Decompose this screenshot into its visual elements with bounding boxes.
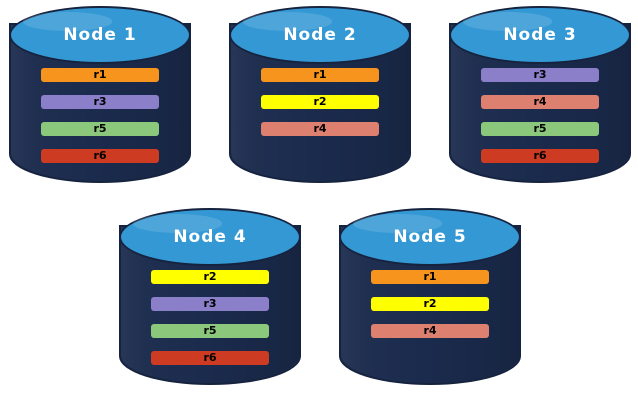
database-node-1[interactable]: Node 1 r1 r3 r5 r6 <box>9 6 191 191</box>
node-label: Node 1 <box>63 25 137 45</box>
record-bar[interactable]: r5 <box>41 122 159 136</box>
record-bar[interactable]: r5 <box>481 122 599 136</box>
cylinder-top-ellipse <box>229 6 411 64</box>
record-bar[interactable]: r3 <box>481 68 599 82</box>
record-bar[interactable]: r6 <box>151 351 269 365</box>
node-label: Node 2 <box>283 25 357 45</box>
cylinder-top-ellipse <box>119 208 301 266</box>
record-bar[interactable]: r3 <box>41 95 159 109</box>
database-node-5[interactable]: Node 5 r1 r2 r4 <box>339 208 521 393</box>
record-bar[interactable]: r1 <box>261 68 379 82</box>
record-bar[interactable]: r1 <box>371 270 489 284</box>
record-list: r1 r2 r4 <box>339 261 521 338</box>
record-bar[interactable]: r5 <box>151 324 269 338</box>
record-list: r1 r2 r4 <box>229 59 411 136</box>
record-list: r1 r3 r5 r6 <box>9 59 191 163</box>
record-bar[interactable]: r1 <box>41 68 159 82</box>
record-bar[interactable]: r3 <box>151 297 269 311</box>
node-label: Node 3 <box>503 25 577 45</box>
record-bar[interactable]: r4 <box>261 122 379 136</box>
cylinder-top-ellipse <box>9 6 191 64</box>
database-node-4[interactable]: Node 4 r2 r3 r5 r6 <box>119 208 301 393</box>
record-bar[interactable]: r2 <box>151 270 269 284</box>
record-bar[interactable]: r4 <box>481 95 599 109</box>
database-node-3[interactable]: Node 3 r3 r4 r5 r6 <box>449 6 631 191</box>
record-bar[interactable]: r4 <box>371 324 489 338</box>
database-node-2[interactable]: Node 2 r1 r2 r4 <box>229 6 411 191</box>
node-label: Node 4 <box>173 227 247 247</box>
cylinder-top-ellipse <box>339 208 521 266</box>
record-bar[interactable]: r6 <box>481 149 599 163</box>
cylinder-top-ellipse <box>449 6 631 64</box>
record-list: r3 r4 r5 r6 <box>449 59 631 163</box>
record-bar[interactable]: r6 <box>41 149 159 163</box>
record-list: r2 r3 r5 r6 <box>119 261 301 365</box>
record-bar[interactable]: r2 <box>371 297 489 311</box>
record-bar[interactable]: r2 <box>261 95 379 109</box>
node-label: Node 5 <box>393 227 467 247</box>
